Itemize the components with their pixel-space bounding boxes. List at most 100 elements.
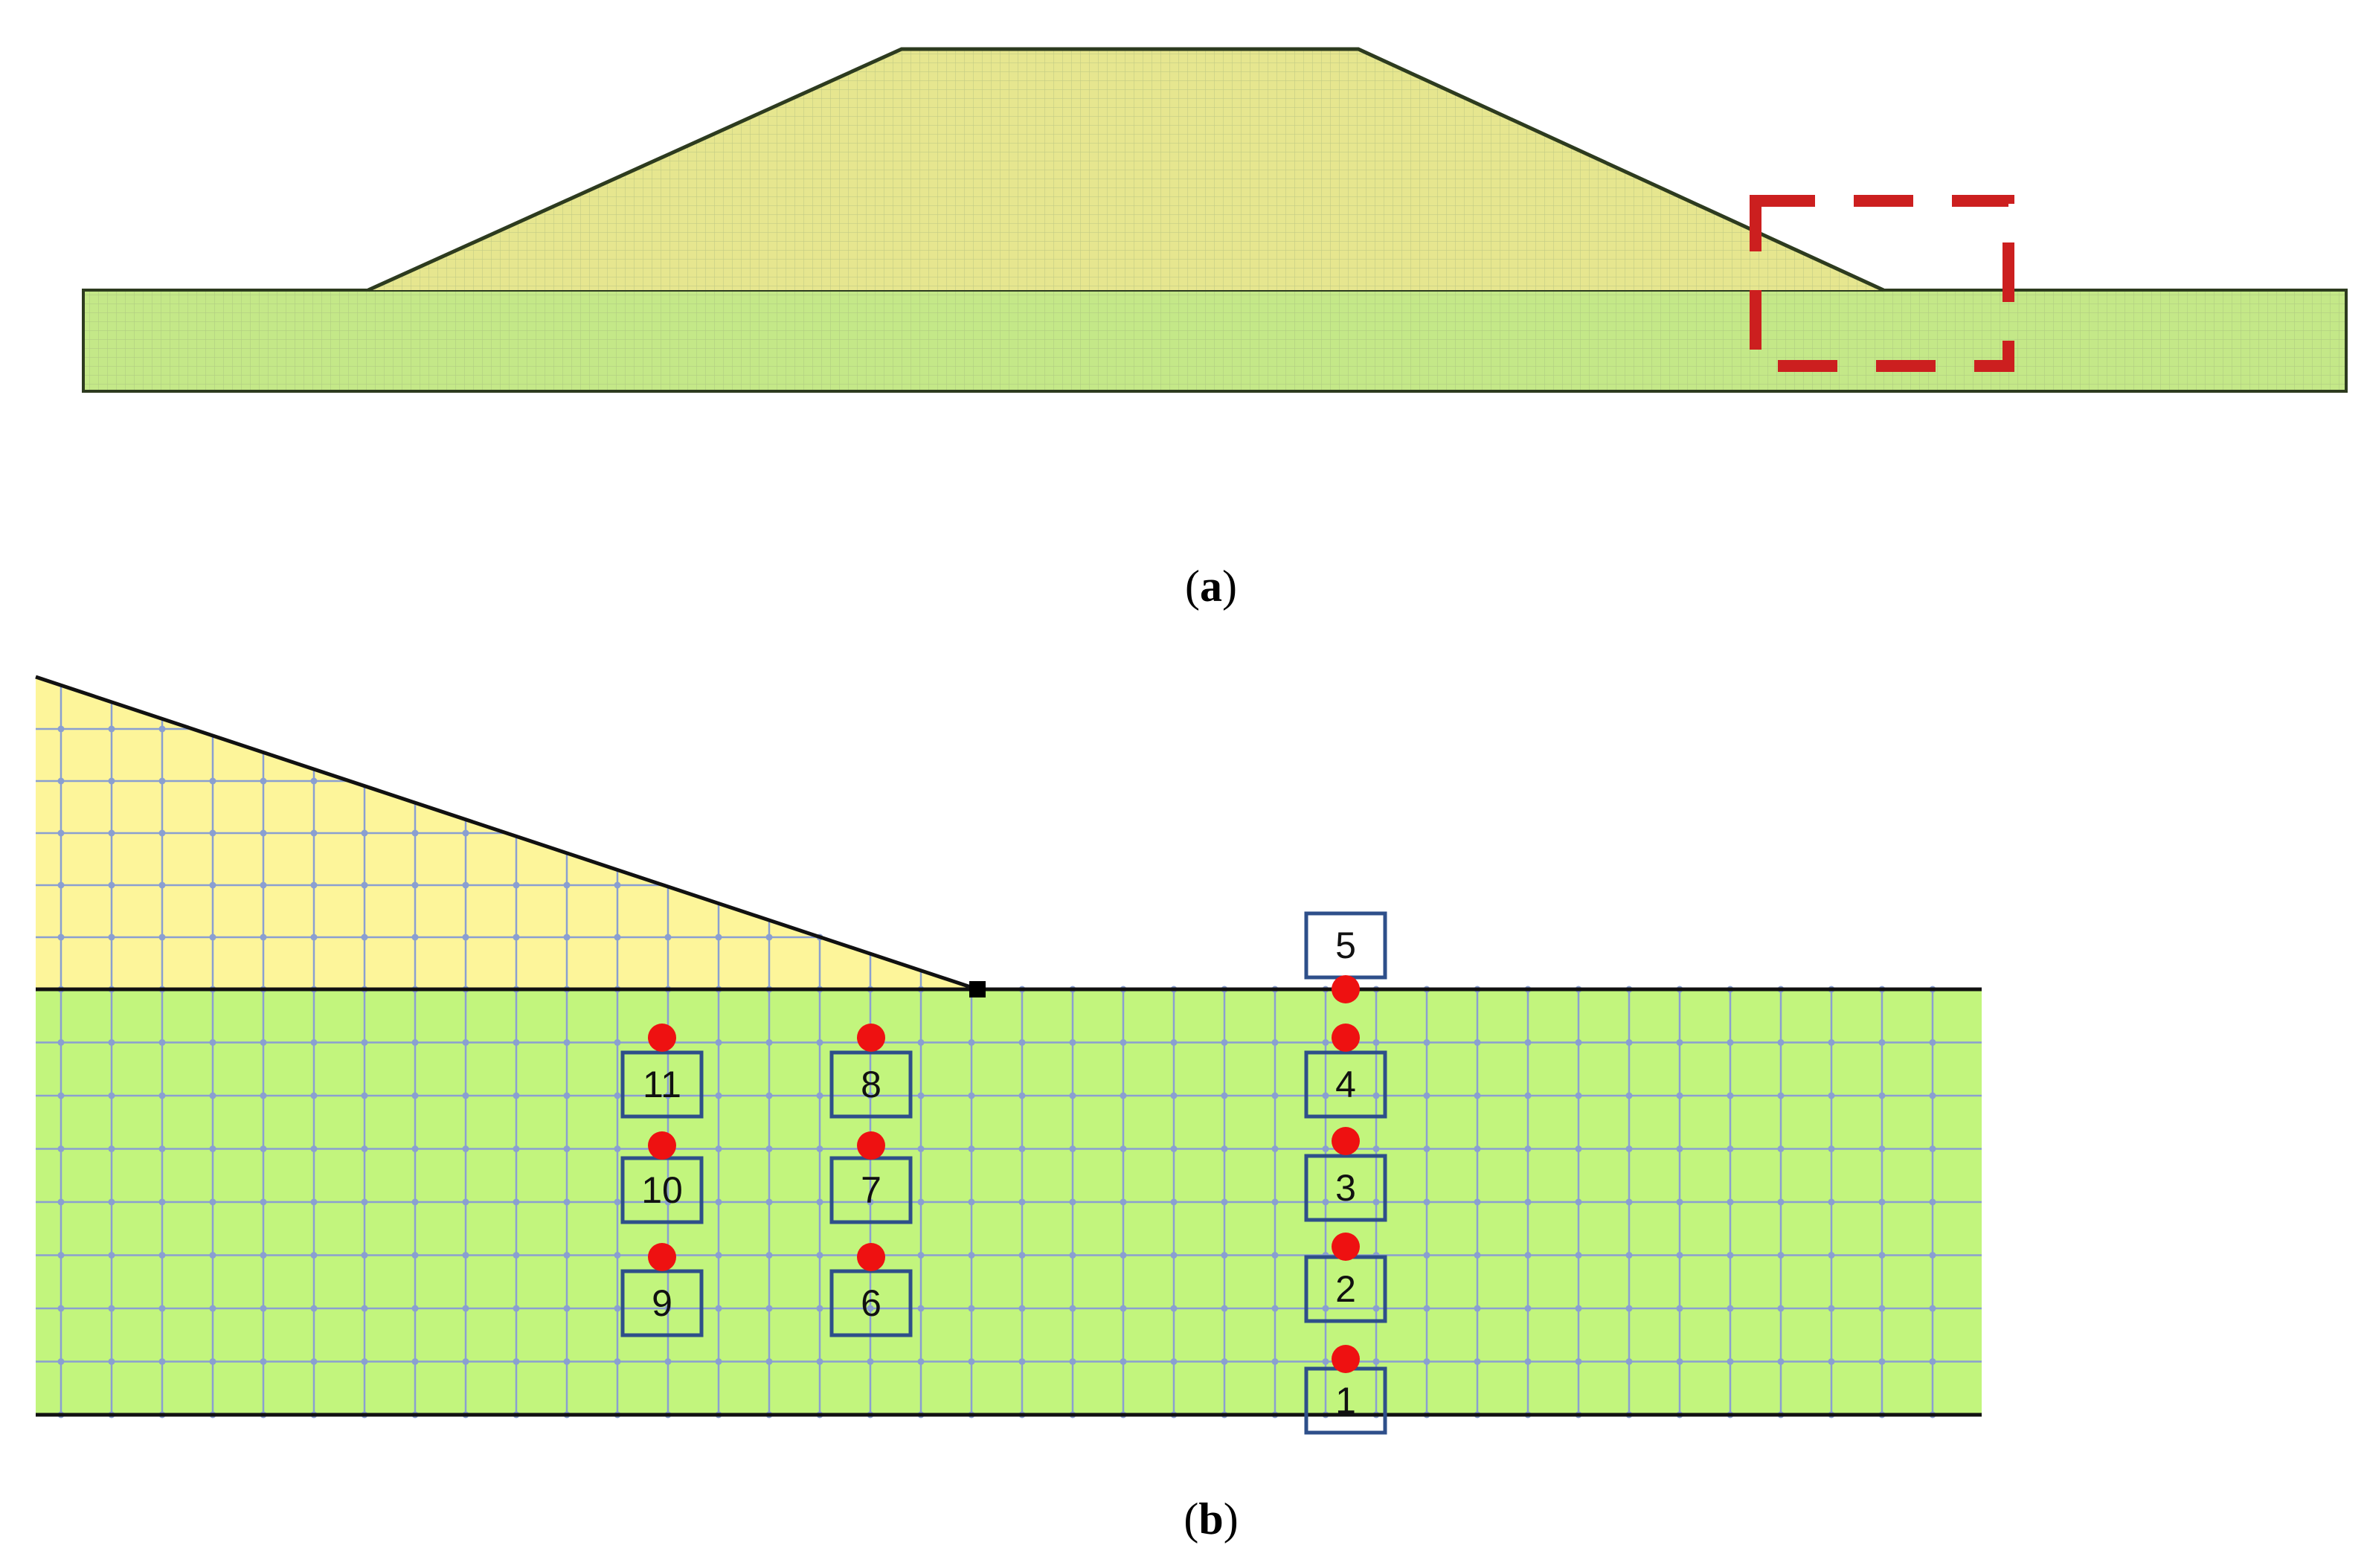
mesh-node (361, 1252, 368, 1259)
mesh-node (1018, 1358, 1026, 1365)
mesh-node (158, 1092, 166, 1099)
monitoring-point-dot (857, 1243, 885, 1271)
mesh-node (1474, 1358, 1481, 1365)
mesh-node (1372, 1198, 1380, 1206)
point-label-box (620, 1050, 704, 1119)
monitoring-point-dot (1332, 1127, 1360, 1155)
mesh-node (209, 829, 216, 837)
mesh-node (1575, 1146, 1582, 1152)
mesh-node (1676, 1146, 1683, 1152)
mesh-node (1878, 1305, 1886, 1312)
mesh-node (1676, 1198, 1683, 1206)
mesh-node (310, 777, 318, 785)
mesh-node (816, 1146, 823, 1152)
mesh-node (1575, 1358, 1582, 1365)
mesh-node (462, 1252, 469, 1259)
mesh-node (1170, 1092, 1178, 1099)
mesh-node (361, 1146, 368, 1152)
mesh-node (462, 1146, 469, 1152)
mesh-node (968, 1092, 975, 1099)
mesh-node (1271, 1305, 1279, 1312)
mesh-node (1828, 1358, 1835, 1365)
mesh-node (361, 1305, 368, 1312)
monitoring-point-dot (648, 1024, 676, 1052)
mesh-node (1625, 1092, 1633, 1099)
monitoring-point-dot (1332, 1233, 1360, 1261)
mesh-node (1018, 1305, 1026, 1312)
mesh-node (462, 1039, 469, 1046)
mesh-node (1878, 1092, 1886, 1099)
mesh-node (1120, 1305, 1127, 1312)
mesh-node (765, 1039, 773, 1046)
mesh-node (310, 934, 318, 941)
mesh-node (57, 1039, 65, 1046)
mesh-node (1929, 1252, 1936, 1259)
mesh-node (1372, 1305, 1380, 1312)
mesh-node (1221, 1146, 1228, 1152)
mesh-node (1929, 1358, 1936, 1365)
mesh-node (108, 1358, 115, 1365)
monitoring-point-dot (857, 1024, 885, 1052)
mesh-node (1575, 1092, 1582, 1099)
mesh-node (715, 1039, 722, 1046)
mesh-node (1170, 1305, 1178, 1312)
mesh-node (108, 1305, 115, 1312)
mesh-node (1474, 1039, 1481, 1046)
mesh-node (563, 1305, 571, 1312)
mesh-node (1625, 1198, 1633, 1206)
mesh-node (209, 881, 216, 889)
mesh-node (715, 1358, 722, 1365)
mesh-node (1221, 1358, 1228, 1365)
mesh-node (563, 1198, 571, 1206)
mesh-node (614, 881, 621, 889)
mesh-node (1676, 1039, 1683, 1046)
mesh-node (411, 1039, 419, 1046)
mesh-node (1625, 1305, 1633, 1312)
mesh-node (1423, 1146, 1430, 1152)
monitoring-point-2: 2 (1304, 1233, 1387, 1323)
mesh-node (310, 1305, 318, 1312)
mesh-node (158, 829, 166, 837)
mesh-node (361, 1358, 368, 1365)
mesh-node (664, 1358, 672, 1365)
mesh-node (1524, 1092, 1532, 1099)
mesh-node (513, 1039, 520, 1046)
mesh-node (1828, 1198, 1835, 1206)
monitoring-point-6: 6 (829, 1243, 913, 1337)
mesh-node (765, 1198, 773, 1206)
mesh-node (209, 777, 216, 785)
mesh-node (1676, 1358, 1683, 1365)
mesh-node (462, 1092, 469, 1099)
mesh-node (765, 1146, 773, 1152)
monitoring-point-11: 11 (620, 1024, 704, 1119)
mesh-node (462, 1198, 469, 1206)
mesh-node (1727, 1305, 1734, 1312)
mesh-node (1069, 1146, 1076, 1152)
mesh-node (462, 829, 469, 837)
mesh-node (411, 1305, 419, 1312)
mesh-node (57, 934, 65, 941)
mesh-node (1777, 1358, 1785, 1365)
mesh-node (1018, 1146, 1026, 1152)
mesh-node (765, 1358, 773, 1365)
mesh-node (1474, 1252, 1481, 1259)
mesh-node (260, 1039, 267, 1046)
panel-a-full-model: (a) (82, 47, 2348, 611)
mesh-node (1069, 1252, 1076, 1259)
mesh-node (158, 1039, 166, 1046)
mesh-node (310, 1198, 318, 1206)
mesh-node (1170, 1146, 1178, 1152)
mesh-node (1727, 1146, 1734, 1152)
mesh-node (1221, 1305, 1228, 1312)
mesh-node (867, 1198, 874, 1206)
embankment-mesh (368, 49, 1883, 290)
mesh-node (513, 934, 520, 941)
mesh-node (1474, 1146, 1481, 1152)
mesh-node (57, 725, 65, 733)
point-label-box (1304, 1154, 1387, 1222)
mesh-node (361, 1092, 368, 1099)
mesh-node (57, 829, 65, 837)
mesh-node (1524, 1146, 1532, 1152)
mesh-node (563, 1092, 571, 1099)
mesh-node (260, 1252, 267, 1259)
